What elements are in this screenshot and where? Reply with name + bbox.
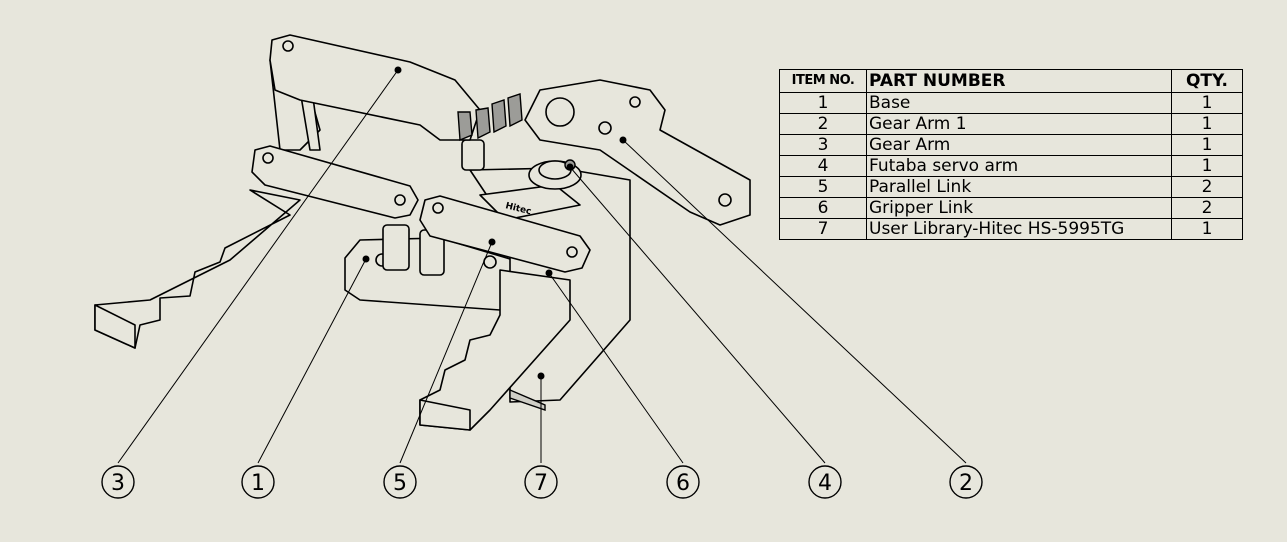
qty-cell: 1 (1171, 92, 1243, 114)
parallel-link-front (419, 195, 591, 273)
item-no-cell: 1 (779, 92, 867, 114)
item-no-cell: 5 (779, 176, 867, 198)
part-number-cell: Gear Arm (866, 134, 1172, 156)
table-row: 7 User Library-Hitec HS-5995TG 1 (779, 218, 1243, 240)
qty-cell: 1 (1171, 113, 1243, 135)
futaba-servo-arm (528, 159, 582, 190)
table-row: 4 Futaba servo arm 1 (779, 155, 1243, 177)
table-row: 1 Base 1 (779, 92, 1243, 114)
right-gripper-jaw (419, 269, 571, 431)
header-qty: QTY. (1171, 69, 1243, 93)
bill-of-materials-table: ITEM NO. PART NUMBER QTY. 1 Base 1 2 Gea… (779, 69, 1243, 240)
leader-lines (117, 69, 967, 464)
svg-text:5: 5 (393, 471, 407, 496)
header-part-number: PART NUMBER (866, 69, 1172, 93)
table-row: 6 Gripper Link 2 (779, 197, 1243, 219)
balloon-1: 1 (241, 465, 275, 499)
svg-text:3: 3 (111, 471, 125, 496)
item-no-cell: 7 (779, 218, 867, 240)
part-number-cell: User Library-Hitec HS-5995TG (866, 218, 1172, 240)
balloon-7: 7 (524, 465, 558, 499)
gear-teeth-left (457, 93, 523, 142)
part-number-cell: Gear Arm 1 (866, 113, 1172, 135)
svg-text:1: 1 (251, 471, 265, 496)
item-no-cell: 3 (779, 134, 867, 156)
balloon-2: 2 (949, 465, 983, 499)
header-item-no: ITEM NO. (779, 69, 867, 93)
leader-dots (362, 66, 627, 380)
gear-arm (269, 34, 523, 142)
qty-cell: 2 (1171, 197, 1243, 219)
balloon-6: 6 (666, 465, 700, 499)
item-no-cell: 2 (779, 113, 867, 135)
part-number-cell: Base (866, 92, 1172, 114)
qty-cell: 2 (1171, 176, 1243, 198)
standoff-posts (382, 139, 485, 276)
svg-text:2: 2 (959, 471, 973, 496)
item-no-cell: 4 (779, 155, 867, 177)
item-no-cell: 6 (779, 197, 867, 219)
balloon-3: 3 (101, 465, 135, 499)
bom-header-row: ITEM NO. PART NUMBER QTY. (779, 69, 1243, 93)
table-row: 5 Parallel Link 2 (779, 176, 1243, 198)
balloon-4: 4 (808, 465, 842, 499)
qty-cell: 1 (1171, 218, 1243, 240)
part-number-cell: Gripper Link (866, 197, 1172, 219)
svg-text:7: 7 (534, 471, 548, 496)
qty-cell: 1 (1171, 155, 1243, 177)
part-number-cell: Parallel Link (866, 176, 1172, 198)
qty-cell: 1 (1171, 134, 1243, 156)
table-row: 3 Gear Arm 1 (779, 134, 1243, 156)
table-row: 2 Gear Arm 1 1 (779, 113, 1243, 135)
svg-text:6: 6 (676, 471, 690, 496)
balloon-5: 5 (383, 465, 417, 499)
part-number-cell: Futaba servo arm (866, 155, 1172, 177)
gear-arm-1 (524, 79, 751, 226)
parallel-link-back (251, 145, 419, 219)
left-gripper-jaw (94, 189, 301, 349)
svg-text:4: 4 (818, 471, 832, 496)
